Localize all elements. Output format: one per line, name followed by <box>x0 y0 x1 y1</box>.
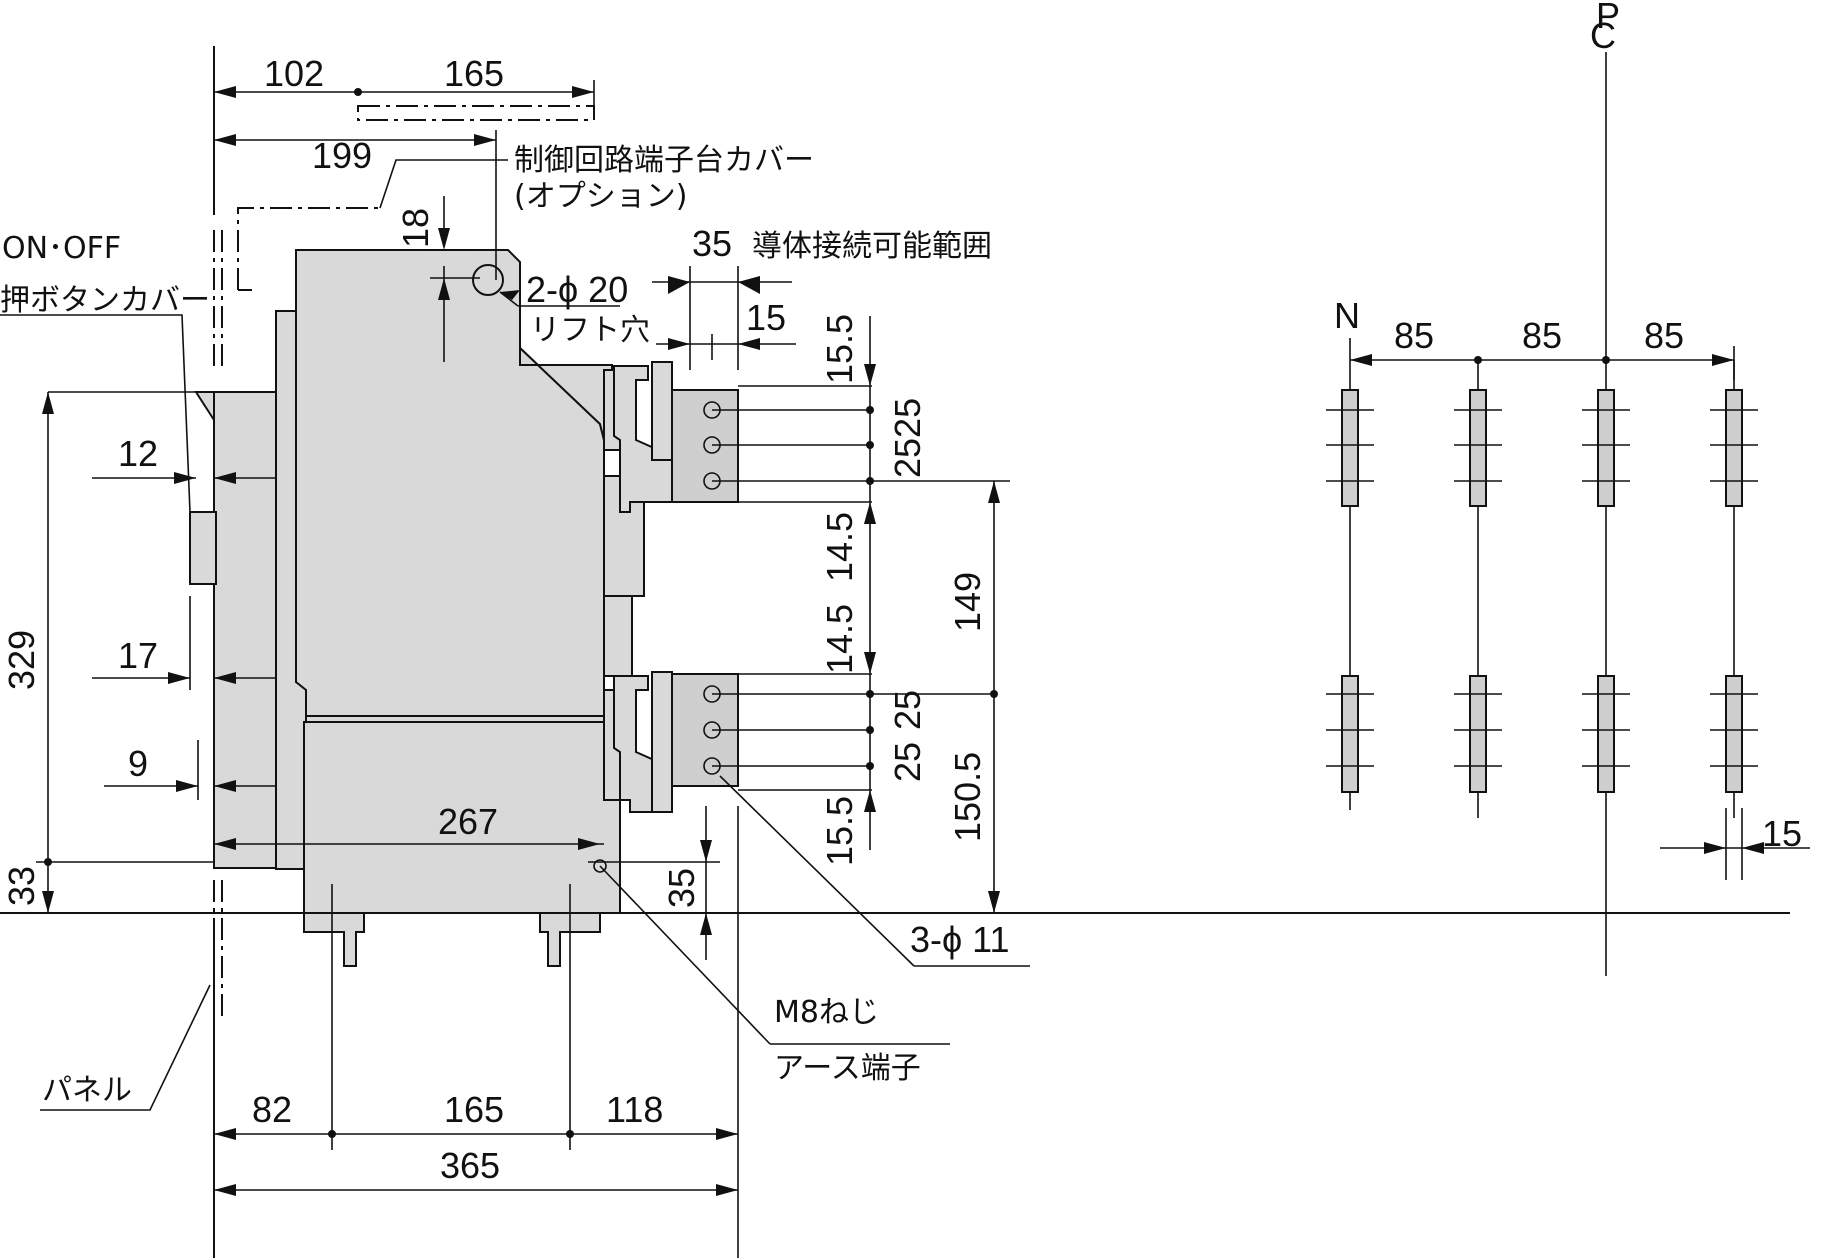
dim-18: 18 <box>395 208 436 248</box>
dim-15-5-top: 15.5 <box>819 314 860 384</box>
label-on-off: ON･OFF <box>2 231 121 266</box>
label-control-cover-line1: 制御回路端子台カバー <box>514 143 814 178</box>
label-button-cover: 押ボタンカバー <box>0 283 210 318</box>
dim-2525: 2525 <box>887 398 928 478</box>
label-conductor-range: 導体接続可能範囲 <box>752 229 992 264</box>
dim-199: 199 <box>312 135 372 176</box>
dim-15-right: 15 <box>1762 813 1802 854</box>
label-lift-hole: リフト穴 <box>530 313 650 348</box>
pole-plan-view <box>1326 52 1810 976</box>
right-vertical-dimensions <box>588 316 1010 960</box>
label-control-cover-line2: (オプション) <box>514 179 687 214</box>
dim-85-a: 85 <box>1394 315 1434 356</box>
dim-365: 365 <box>440 1145 500 1186</box>
label-neutral: N <box>1334 295 1360 336</box>
left-dimensions <box>0 314 276 1111</box>
dim-150-5: 150.5 <box>947 752 988 842</box>
bottom-dimensions <box>214 775 1030 1258</box>
dim-267: 267 <box>438 801 498 842</box>
label-earth-terminal: アース端子 <box>774 1051 921 1086</box>
label-centerline-p: P <box>1596 0 1620 36</box>
dim-14-5-a: 14.5 <box>819 512 860 582</box>
dim-35-range: 35 <box>692 223 732 264</box>
dim-15-5-bottom: 15.5 <box>819 796 860 866</box>
dim-82: 82 <box>252 1089 292 1130</box>
dim-118: 118 <box>606 1089 663 1130</box>
breaker-side-view <box>189 249 739 967</box>
dim-85-b: 85 <box>1522 315 1562 356</box>
dim-2phi20: 2-ϕ 20 <box>526 269 628 310</box>
dim-15-top: 15 <box>746 297 786 338</box>
dim-14-5-b: 14.5 <box>819 604 860 674</box>
dim-17: 17 <box>118 635 158 676</box>
dim-33: 33 <box>1 866 42 906</box>
dim-25-b: 25 <box>887 742 928 782</box>
label-m8-screw: M8ねじ <box>774 995 879 1030</box>
top-dimensions <box>214 80 796 370</box>
dim-102: 102 <box>264 53 324 94</box>
dim-9: 9 <box>128 743 148 784</box>
control-cover-outline <box>237 105 595 291</box>
dim-25-a: 25 <box>887 690 928 730</box>
dim-165-bottom: 165 <box>444 1089 504 1130</box>
dim-149: 149 <box>947 572 988 632</box>
dim-12: 12 <box>118 433 158 474</box>
dim-85-c: 85 <box>1644 315 1684 356</box>
panel-line <box>213 46 223 1258</box>
label-centerline-c: C <box>1590 15 1616 56</box>
dim-3phi11: 3-ϕ 11 <box>910 919 1010 960</box>
dim-35-bottom: 35 <box>661 868 702 908</box>
arrowheads <box>42 86 1764 1196</box>
upper-terminal-holes <box>703 401 872 490</box>
dim-165-top: 165 <box>444 53 504 94</box>
lower-terminal-holes <box>703 685 990 775</box>
label-panel: パネル <box>42 1073 132 1108</box>
dim-329: 329 <box>1 630 42 690</box>
